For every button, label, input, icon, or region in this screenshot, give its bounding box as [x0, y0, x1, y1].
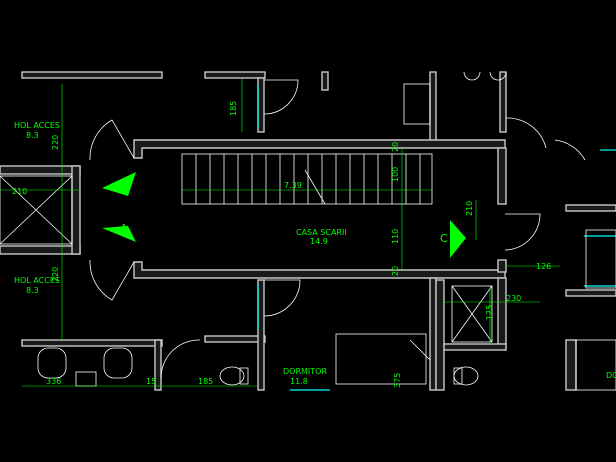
wall-wc-right	[257, 279, 265, 391]
wall-top-mid	[204, 71, 266, 79]
toilet-left	[219, 366, 245, 386]
wall-stair-right-upper	[497, 147, 507, 205]
doors	[89, 79, 586, 379]
dim-739: 7.39	[284, 181, 302, 190]
cabinet-arc-a	[463, 71, 481, 81]
door-right-upper	[505, 117, 547, 149]
door-top-room	[263, 79, 299, 115]
room-area-hol-lower: 8.3	[26, 286, 39, 295]
stair-break-line	[304, 169, 326, 205]
wall-top-stub	[321, 71, 329, 91]
wardrobe-right	[575, 339, 616, 391]
wall-left-column	[71, 165, 81, 255]
dim-210-right: 210	[465, 201, 474, 216]
wall-top-right-pillar	[429, 71, 437, 143]
bed	[335, 333, 427, 385]
wall-top-left	[21, 71, 163, 79]
wall-left-upper	[0, 165, 81, 175]
toilet-right-tank	[453, 367, 463, 385]
dim-126: 126	[536, 262, 551, 271]
dim-336: 336	[46, 377, 61, 386]
dim-20-a: 20	[391, 142, 400, 152]
labels: HOL ACCES 8.3 CASA SCARII 14.9 HOL ACCES…	[12, 101, 616, 388]
wall-bottom-center-b	[435, 279, 445, 391]
dim-110: 110	[391, 229, 400, 244]
arrow-c	[450, 220, 466, 258]
section-arrows	[102, 172, 466, 258]
room-label-do: DO	[606, 371, 616, 380]
wall-left-lower	[0, 245, 81, 255]
door-far-right	[554, 139, 586, 161]
wall-top-pillar	[257, 77, 265, 133]
dim-20-b: 20	[391, 266, 400, 276]
staircase	[181, 153, 433, 205]
wall-bottom-right	[497, 277, 507, 349]
walls	[0, 71, 616, 391]
sink-left	[37, 347, 67, 379]
dim-220-top: 220	[51, 135, 60, 150]
stair-frame	[181, 153, 433, 205]
wall-right-upper	[499, 71, 507, 133]
wall-far-right-a	[565, 204, 616, 212]
marker-c: C	[440, 232, 448, 245]
dim-230: 230	[506, 294, 521, 303]
room-label-hol-lower: HOL ACCES	[14, 276, 60, 285]
dim-210-left: 210	[12, 187, 27, 196]
dim-220-bottom: 220	[51, 267, 60, 282]
room-label-hol-upper: HOL ACCES	[14, 121, 60, 130]
marker-a: A	[120, 222, 128, 235]
counter-top	[403, 83, 431, 125]
cabinet-arc-b	[489, 71, 507, 81]
dim-185-bottom: 185	[198, 377, 213, 386]
door-bottom-room	[263, 279, 301, 317]
door-right	[504, 213, 541, 251]
wall-bath-top	[21, 339, 163, 347]
dim-125: 125	[485, 305, 494, 320]
wall-stair-right-lower	[497, 259, 507, 273]
wall-wc-top	[204, 335, 266, 343]
room-area-hol-upper: 8.3	[26, 131, 39, 140]
wall-bath2-top	[443, 343, 507, 351]
dim-15: 15	[146, 377, 156, 386]
room-label-dormitor: DORMITOR	[283, 367, 327, 376]
wall-bottom-center	[429, 277, 437, 391]
dimension-lines	[0, 78, 560, 387]
door-bath	[160, 339, 201, 379]
arrow-b	[102, 172, 136, 196]
wall-bath-right	[154, 339, 162, 391]
toilet-left-tank	[239, 367, 249, 385]
room-area-dormitor: 11.8	[290, 377, 308, 386]
fixtures	[0, 71, 616, 391]
sink-right	[103, 347, 133, 379]
dim-185-top: 185	[229, 101, 238, 116]
dim-375: 375	[393, 373, 402, 388]
marker-b: B	[122, 178, 130, 191]
room-area-casa: 14.9	[310, 237, 328, 246]
room-label-casa: CASA SCARII	[296, 228, 347, 237]
arrow-a	[102, 226, 136, 242]
shower	[451, 285, 493, 343]
elevator-shaft	[0, 175, 73, 245]
door-lower-left	[89, 259, 135, 301]
windows	[257, 85, 616, 391]
dim-100: 100	[391, 167, 400, 182]
door-upper-left	[89, 119, 135, 161]
cabinet-right	[585, 229, 616, 289]
wall-far-right-b	[565, 289, 616, 297]
wall-far-right-c	[565, 339, 577, 391]
